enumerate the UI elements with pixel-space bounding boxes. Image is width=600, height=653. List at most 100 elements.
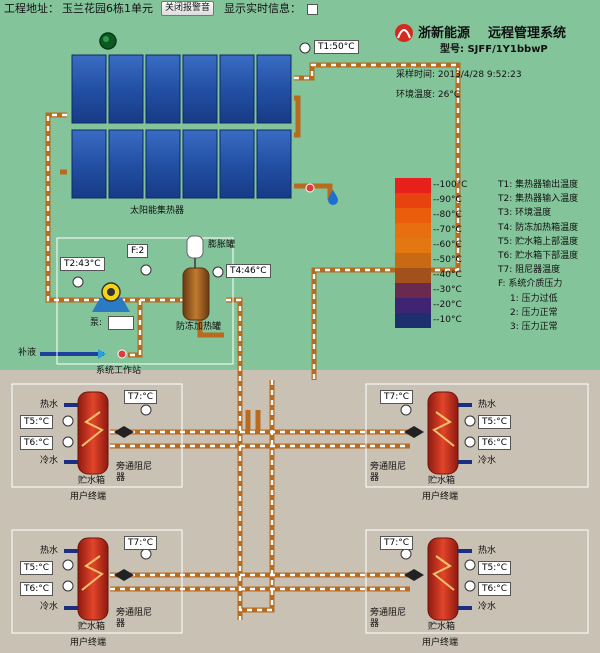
bypass-damper-label: 旁通阻尼 xyxy=(370,462,407,472)
hot-water-label: 热水 xyxy=(478,546,497,556)
sensor-icons xyxy=(62,42,476,592)
legend-description: T6: 贮水箱下部温度 xyxy=(498,251,579,261)
bypass-damper-label: 旁通阻尼 xyxy=(370,608,407,618)
water-tank-label: 贮水箱 xyxy=(428,476,456,486)
legend-description: T2: 集热器输入温度 xyxy=(498,194,579,205)
legend-color-swatch xyxy=(395,238,431,253)
cold-water-label: 冷水 xyxy=(40,602,59,612)
legend-color-swatch xyxy=(395,253,431,268)
close-alarm-button[interactable]: 关闭报警音 xyxy=(161,1,215,16)
solar-panel xyxy=(145,129,181,199)
legend-temperature: --40°C xyxy=(433,270,462,280)
hot-water-label: 热水 xyxy=(40,546,59,556)
water-tank-label: 贮水箱 xyxy=(428,622,456,632)
solar-panel xyxy=(182,54,218,124)
pump-label: 泵: xyxy=(90,318,103,328)
system-name: 远程管理系统 xyxy=(488,26,567,41)
company-logo xyxy=(395,24,413,42)
valve-icons xyxy=(117,183,315,359)
t5-readout: T5:°C xyxy=(478,561,512,575)
hot-water-label: 热水 xyxy=(40,400,59,410)
solar-panel xyxy=(108,54,144,124)
user-terminal-label: 用户终端 xyxy=(422,492,459,502)
bypass-damper-label-2: 器 xyxy=(370,473,380,483)
solar-panel xyxy=(182,129,218,199)
t7-readout: T7:°C xyxy=(380,390,414,404)
cold-water-label: 冷水 xyxy=(40,456,59,466)
collector-label: 太阳能集热器 xyxy=(130,206,185,216)
user-terminal-label: 用户终端 xyxy=(70,638,107,648)
legend-description: 1: 压力过低 xyxy=(510,293,558,304)
water-tank-label: 贮水箱 xyxy=(78,622,106,632)
legend-color-swatch xyxy=(395,223,431,238)
station-label: 系统工作站 xyxy=(96,366,142,376)
legend-temperature: --100°C xyxy=(433,180,468,190)
legend-color-swatch xyxy=(395,283,431,298)
antifreeze-tank-label: 防冻加热罐 xyxy=(176,322,222,332)
bypass-damper-label: 旁通阻尼 xyxy=(116,608,153,618)
bypass-damper-label-2: 器 xyxy=(370,619,380,629)
solar-panel xyxy=(219,54,255,124)
legend-description: F: 系统介质压力 xyxy=(498,279,563,290)
t7-readout: T7:°C xyxy=(380,536,414,550)
legend-temperature: --70°C xyxy=(433,225,462,235)
hot-water-label: 热水 xyxy=(478,400,497,410)
t7-readout: T7:°C xyxy=(124,536,158,550)
cold-water-label: 冷水 xyxy=(478,456,497,466)
t6-readout: T6:°C xyxy=(20,436,54,450)
t6-readout: T6:°C xyxy=(20,582,54,596)
bypass-damper-label: 旁通阻尼 xyxy=(116,462,153,472)
top-bar: 工程地址： 玉兰花园6栋1单元 关闭报警音 显示实时信息： xyxy=(0,0,600,18)
water-tank-label: 贮水箱 xyxy=(78,476,106,486)
legend-color-swatch xyxy=(395,178,431,193)
t5-readout: T5:°C xyxy=(20,415,54,429)
legend-description: 3: 压力正常 xyxy=(510,322,558,332)
sample-time: 采样时间: 2013/4/28 9:52:23 xyxy=(396,70,522,80)
refill-label: 补液 xyxy=(18,348,37,358)
t2-readout: T2:43°C xyxy=(60,257,105,271)
water-tank-icons xyxy=(77,391,459,621)
legend-description: T3: 环境温度 xyxy=(498,208,552,219)
legend-temperature: --90°C xyxy=(433,195,462,205)
t5-readout: T5:°C xyxy=(20,561,54,575)
legend-color-swatch xyxy=(395,268,431,283)
t7-readout: T7:°C xyxy=(124,390,158,404)
t1-readout: T1:50°C xyxy=(314,40,359,54)
f-readout: F:2 xyxy=(127,244,149,258)
solar-collector-array xyxy=(71,54,292,199)
legend-color-swatch xyxy=(395,298,431,313)
legend-temperature: --50°C xyxy=(433,255,462,265)
temperature-color-scale xyxy=(395,178,431,328)
cold-water-label: 冷水 xyxy=(478,602,497,612)
environment-temperature: 环境温度: 26°C xyxy=(396,90,461,100)
solar-panel xyxy=(256,54,292,124)
user-terminal-label: 用户终端 xyxy=(422,638,459,648)
t6-readout: T6:°C xyxy=(478,436,512,450)
legend-temperature: --10°C xyxy=(433,315,462,325)
solar-panel xyxy=(145,54,181,124)
legend-temperature: --20°C xyxy=(433,300,462,310)
pump-status-box xyxy=(108,316,134,330)
model-number: 型号: SJFF/1Y1bbwP xyxy=(440,44,548,55)
legend-description: T7: 阻尼器温度 xyxy=(498,265,561,276)
pipe-network xyxy=(40,62,461,620)
legend-temperature: --30°C xyxy=(433,285,462,295)
project-value: 玉兰花园6栋1单元 xyxy=(62,2,153,15)
bypass-damper-label-2: 器 xyxy=(116,619,126,629)
legend-temperature: --60°C xyxy=(433,240,462,250)
t4-readout: T4:46°C xyxy=(226,264,271,278)
t5-readout: T5:°C xyxy=(478,415,512,429)
company-name: 浙新能源 xyxy=(418,26,471,41)
legend-temperature: --80°C xyxy=(433,210,462,220)
legend-description: T4: 防冻加热箱温度 xyxy=(498,222,579,233)
realtime-label: 显示实时信息： xyxy=(224,2,301,15)
legend-description: T1: 集热器输出温度 xyxy=(498,180,579,190)
realtime-checkbox[interactable] xyxy=(307,4,318,15)
legend-color-swatch xyxy=(395,193,431,208)
bypass-damper-label-2: 器 xyxy=(116,473,126,483)
project-label: 工程地址： xyxy=(4,2,59,15)
solar-panel xyxy=(256,129,292,199)
legend-description: 2: 压力正常 xyxy=(510,307,558,318)
